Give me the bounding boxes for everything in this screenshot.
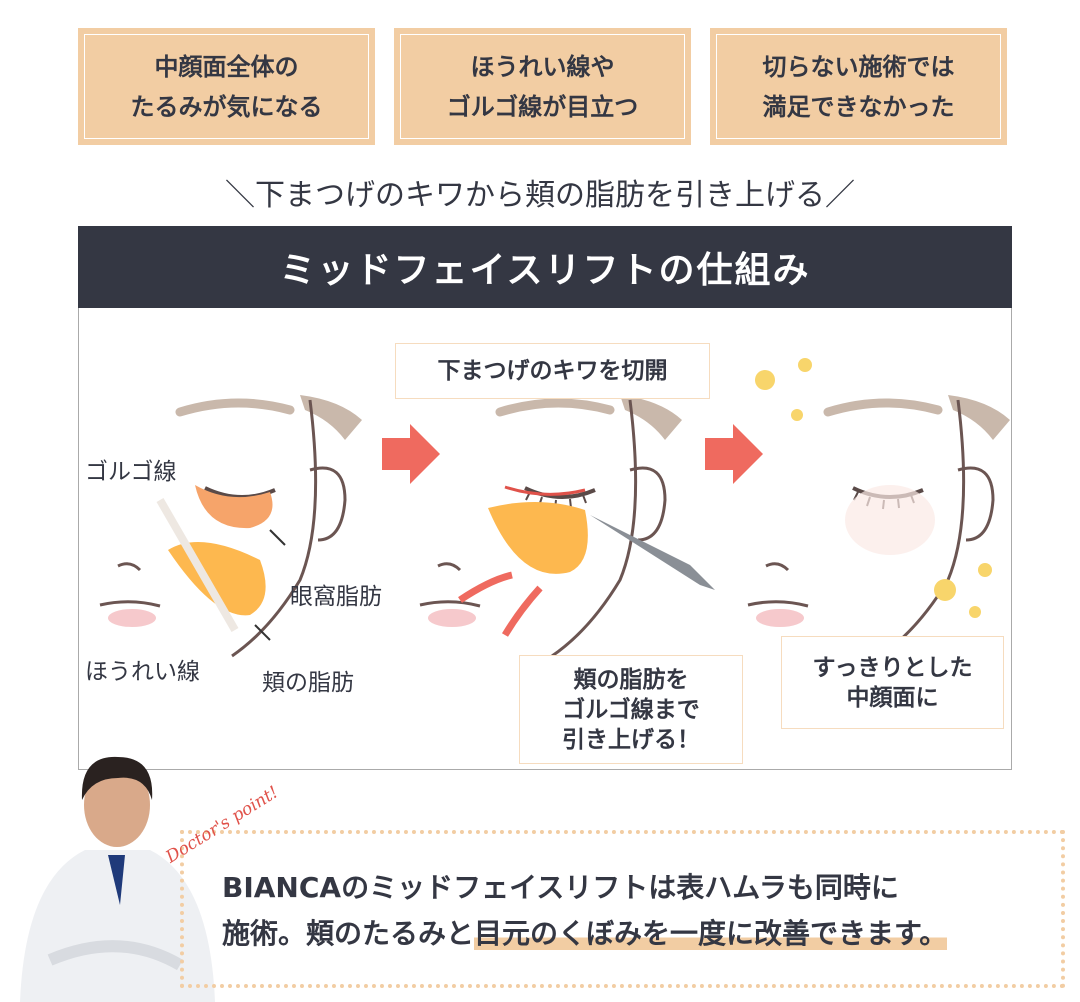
cheek-glow: [845, 485, 935, 555]
step-arrow-icon: [382, 424, 440, 484]
caption-line: ゴルゴ線まで: [562, 696, 700, 723]
pointer-line: [254, 624, 271, 641]
concern-line: ほうれい線や: [470, 52, 615, 81]
doctor-point-box: [180, 830, 1065, 988]
concern-line: たるみが気になる: [130, 92, 323, 121]
caption-line: 頬の脂肪を: [573, 666, 689, 693]
concern-card-2: ほうれい線やゴルゴ線が目立つ: [394, 28, 691, 145]
lift-arrows: [458, 571, 543, 637]
sparkle-icons: [755, 358, 992, 618]
caption-line: 引き上げる！: [562, 726, 700, 753]
section-title: ミッドフェイスリフトの仕組み: [78, 226, 1012, 308]
concern-line: 満足できなかった: [762, 92, 955, 121]
pointer-line: [269, 529, 286, 546]
label-golgo: ゴルゴ線: [85, 459, 177, 485]
concern-card-3: 切らない施術では満足できなかった: [710, 28, 1007, 145]
scalpel-icon: [590, 515, 715, 590]
golgo-line-shape: [156, 498, 239, 632]
label-orbital-fat: 眼窩脂肪: [290, 584, 382, 610]
label-cheek-fat: 頬の脂肪: [262, 670, 354, 696]
subtitle: ＼下まつげのキワから頬の脂肪を引き上げる／: [225, 178, 855, 213]
doctor-photo: [20, 756, 215, 1002]
doctor-point-highlight: 目元のくぼみを一度に改善できます。: [474, 917, 948, 950]
caption-line: すっきりとした: [812, 654, 973, 681]
incision-line: [504, 485, 586, 496]
caption-line: 中顔面に: [846, 684, 939, 711]
concern-line: ゴルゴ線が目立つ: [446, 92, 639, 121]
lifted-fat-shape: [488, 501, 588, 574]
diagram-panel: [78, 308, 1012, 770]
step3-result: すっきりとした中顔面に: [781, 636, 1004, 729]
label-nasolabial: ほうれい線: [85, 659, 200, 685]
doctor-point-line1: BIANCAのミッドフェイスリフトは表ハムラも同時に: [222, 871, 899, 904]
orbital-fat-shape: [195, 485, 273, 529]
doctor-point-line2: 施術。頬のたるみと: [222, 917, 475, 950]
step2-caption: 下まつげのキワを切開: [395, 343, 710, 399]
concern-line: 切らない施術では: [762, 52, 955, 81]
step-arrow-icon: [705, 424, 763, 484]
concern-card-1: 中顔面全体のたるみが気になる: [78, 28, 375, 145]
concern-line: 中顔面全体の: [154, 52, 299, 81]
step2-result: 頬の脂肪をゴルゴ線まで引き上げる！: [519, 655, 743, 764]
